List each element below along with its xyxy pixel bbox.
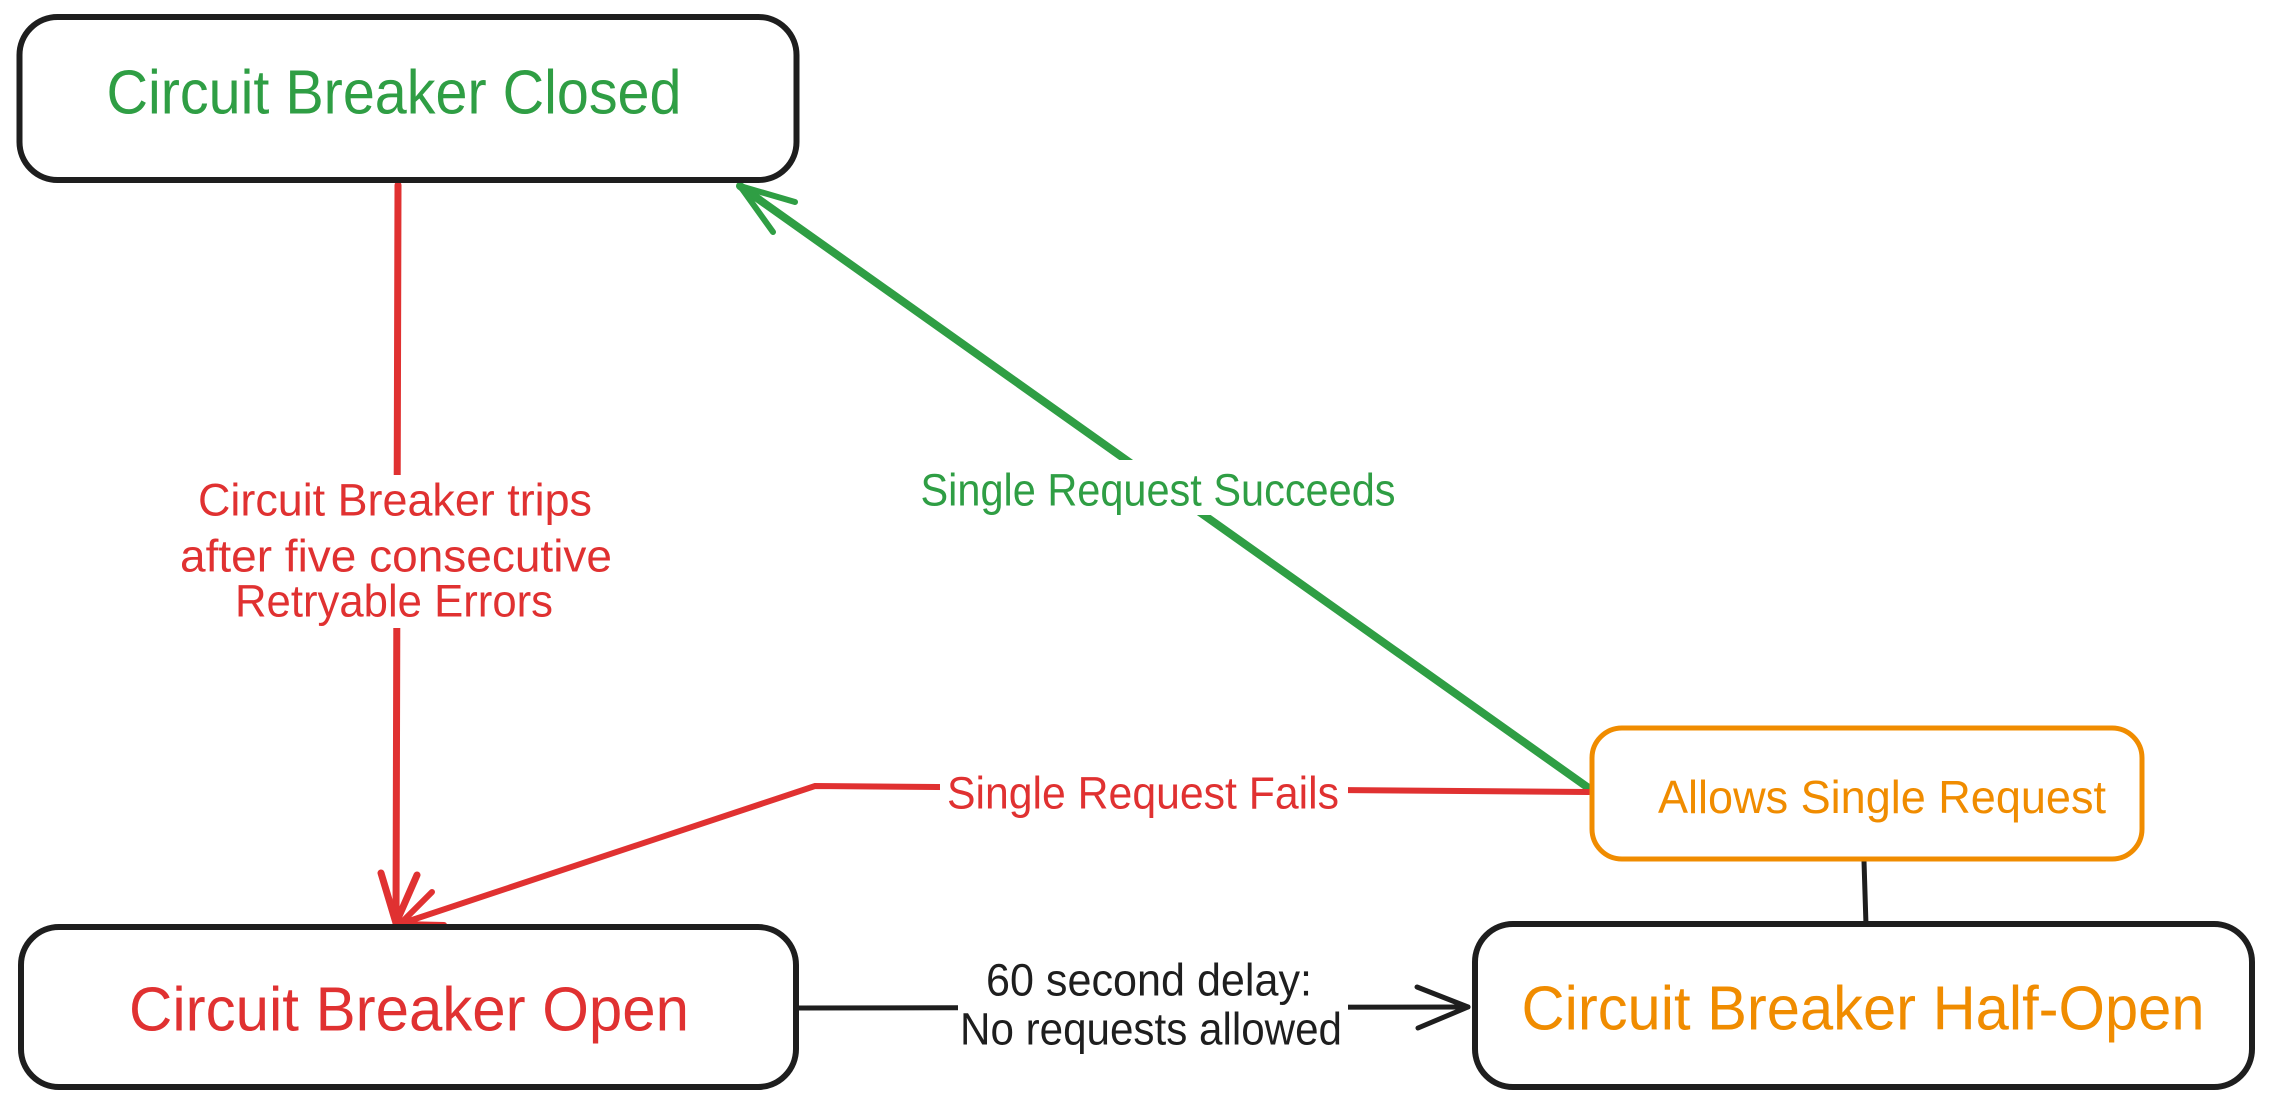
svg-text:Retryable Errors: Retryable Errors: [235, 576, 553, 627]
svg-text:after five consecutive: after five consecutive: [180, 531, 612, 582]
svg-text:Circuit Breaker trips: Circuit Breaker trips: [198, 475, 592, 526]
svg-text:Circuit Breaker Closed: Circuit Breaker Closed: [107, 59, 682, 128]
svg-text:Single Request Succeeds: Single Request Succeeds: [921, 465, 1396, 516]
svg-text:Circuit Breaker Open: Circuit Breaker Open: [129, 976, 689, 1045]
svg-text:No requests allowed: No requests allowed: [960, 1004, 1342, 1055]
svg-text:Allows Single Request: Allows Single Request: [1658, 771, 2106, 823]
svg-text:Circuit Breaker Half-Open: Circuit Breaker Half-Open: [1522, 975, 2205, 1044]
svg-text:Single Request Fails: Single Request Fails: [947, 768, 1339, 819]
svg-text:60 second delay:: 60 second delay:: [986, 955, 1312, 1006]
